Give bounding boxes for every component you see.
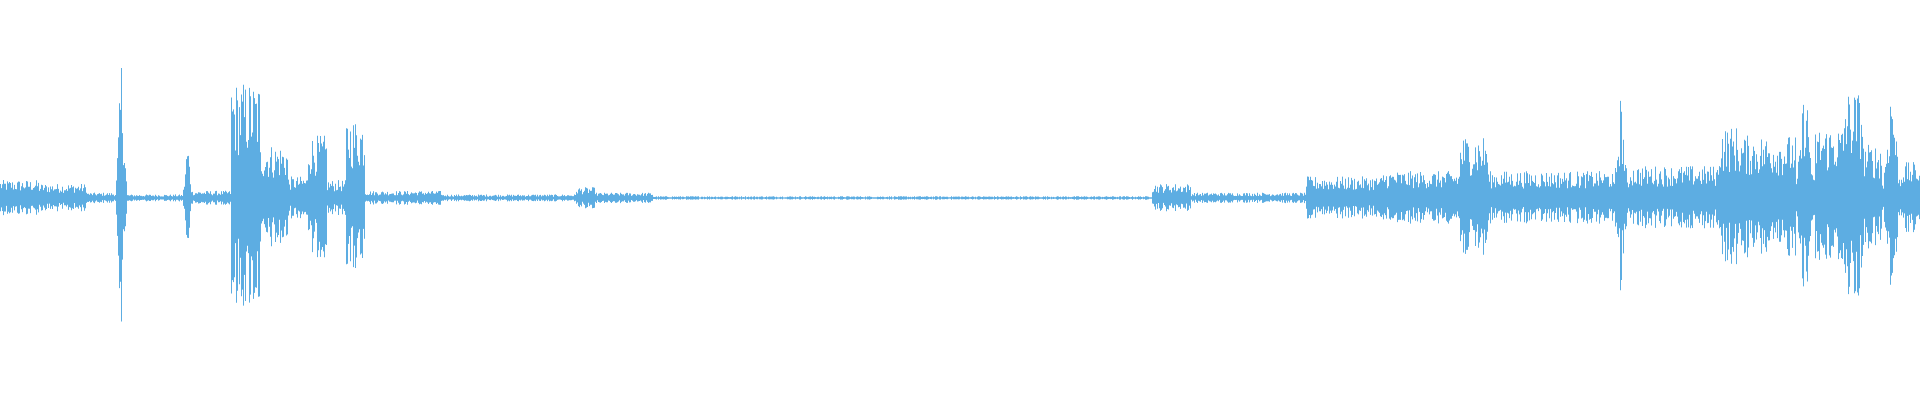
waveform-peaks: [0, 68, 1920, 322]
waveform-amplitude-path: [0, 68, 1920, 322]
